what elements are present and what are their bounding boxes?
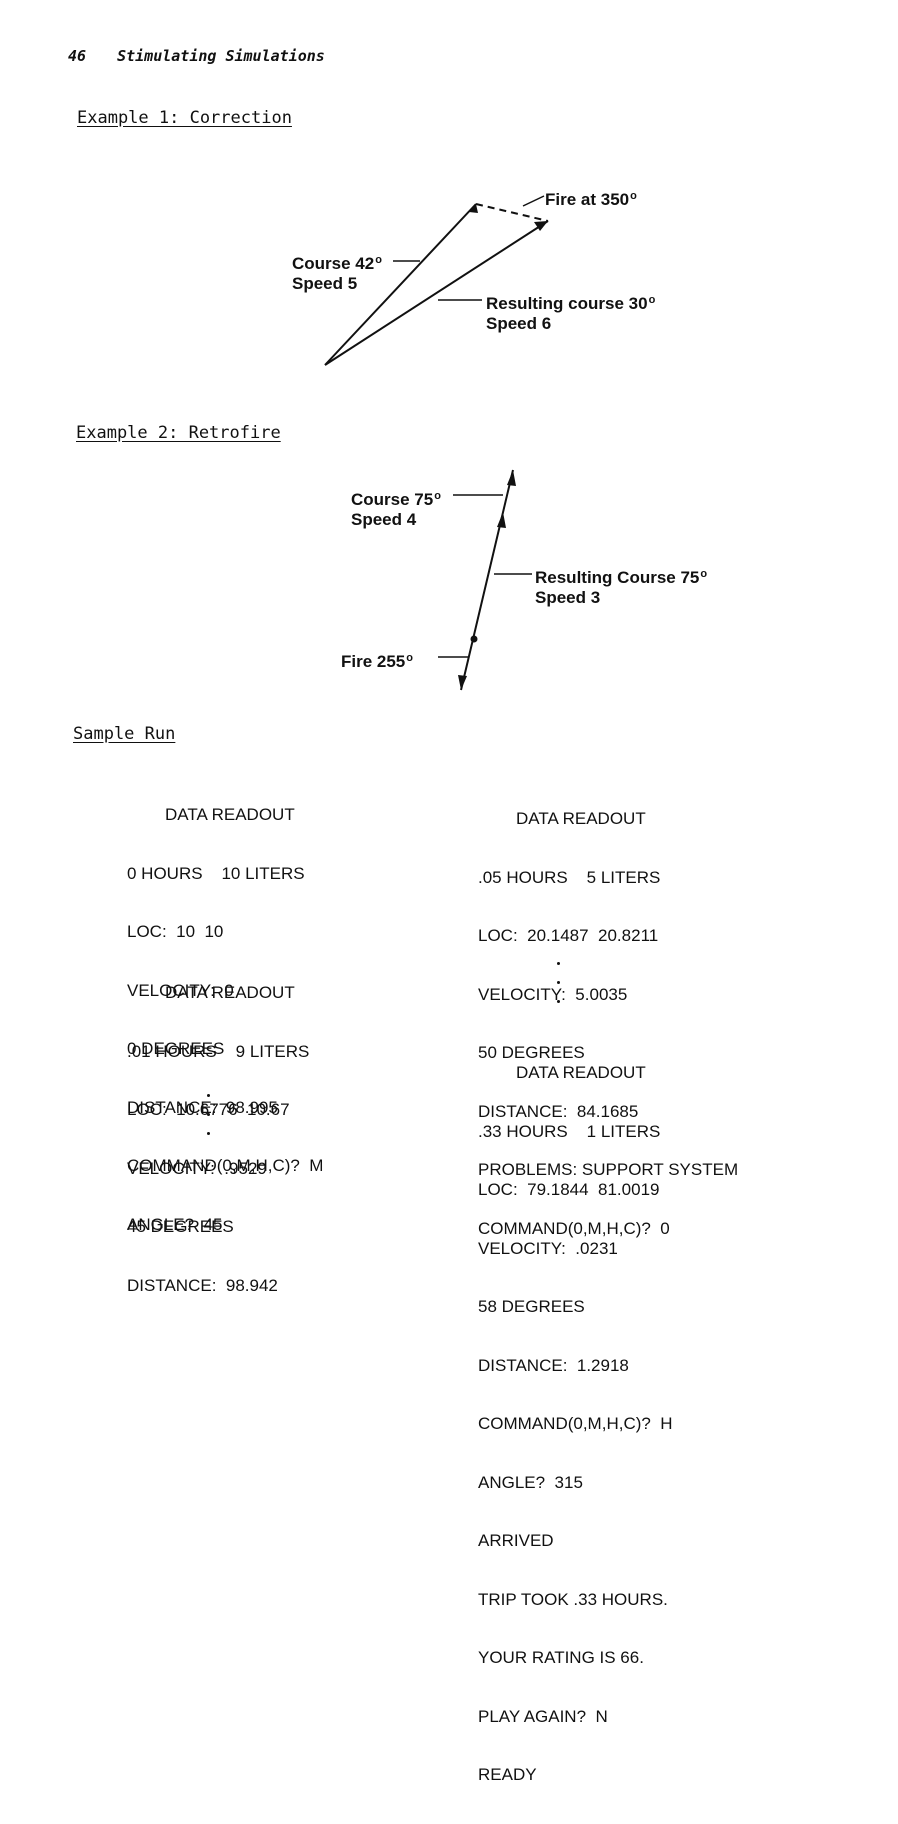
readout-line: 45 DEGREES — [127, 1217, 234, 1236]
readout-line: 0 HOURS 10 LITERS — [127, 863, 305, 883]
readout-line: PLAY AGAIN? N — [478, 1706, 608, 1726]
example2-heading: Example 2: Retrofire — [76, 423, 281, 443]
readout-block-left-2: DATA READOUT .01 HOURS 9 LITERS LOC: 10.… — [127, 944, 309, 1334]
arrowhead-icon — [458, 675, 467, 690]
readout-block-right-1: DATA READOUT .05 HOURS 5 LITERS LOC: 20.… — [478, 770, 738, 1277]
fire-255-label: Fire 255o — [341, 652, 413, 671]
vector-diagrams — [324, 195, 549, 691]
readout-title: DATA READOUT — [516, 809, 646, 828]
readout-line: LOC: 20.1487 20.8211 — [478, 926, 659, 945]
ellipsis-dot — [207, 1113, 210, 1116]
arrowhead-icon — [469, 204, 478, 213]
readout-line: .05 HOURS 5 LITERS — [478, 867, 661, 887]
readout-title: DATA READOUT — [165, 805, 295, 824]
readout-line: ANGLE? 45 — [127, 1214, 223, 1234]
readout-line: COMMAND(0,M,H,C)? 0 — [478, 1218, 670, 1238]
example1-heading: Example 1: Correction — [77, 108, 292, 128]
correction-diagram — [324, 195, 549, 366]
readout-line: LOC: 10 10 — [127, 922, 224, 941]
readout-line: COMMAND(0,M,H,C)? M — [127, 1156, 324, 1175]
course-75-vector — [460, 469, 514, 691]
readout-line: ANGLE? 315 — [478, 1472, 583, 1492]
retrofire-diagram — [438, 469, 532, 691]
page-header: 46 Stimulating Simulations — [68, 47, 325, 65]
readout-line: ARRIVED — [478, 1531, 554, 1550]
readout-line: 50 DEGREES — [478, 1043, 585, 1062]
readout-line: .33 HOURS 1 LITERS — [478, 1121, 661, 1141]
ellipsis-dot — [557, 981, 560, 984]
readout-line: VELOCITY: .0231 — [478, 1238, 618, 1258]
readout-line: YOUR RATING IS 66. — [478, 1648, 644, 1667]
readout-line: VELOCITY: 0 — [127, 980, 234, 1000]
resulting-course-vector — [324, 220, 549, 366]
readout-block-right-2: DATA READOUT .33 HOURS 1 LITERS LOC: 79.… — [478, 1024, 673, 1824]
readout-line: VELOCITY: 5.0035 — [478, 984, 628, 1004]
readout-title: DATA READOUT — [165, 983, 295, 1002]
arrowhead-icon — [507, 470, 516, 486]
readout-line: DISTANCE: 84.1685 — [478, 1101, 639, 1121]
readout-line: .01 HOURS 9 LITERS — [127, 1041, 310, 1061]
ellipsis-dot — [557, 1000, 560, 1003]
readout-line: READY — [478, 1765, 537, 1784]
book-page: 46 Stimulating Simulations Example 1: Co… — [68, 47, 738, 1784]
readout-line: VELOCITY: .9529 — [127, 1158, 267, 1178]
course-42-vector — [324, 203, 477, 366]
page-number: 46 — [68, 47, 87, 65]
readout-line: TRIP TOOK .33 HOURS. — [478, 1589, 668, 1609]
readout-line: COMMAND(0,M,H,C)? H — [478, 1414, 673, 1433]
readout-line: LOC: 79.1844 81.0019 — [478, 1180, 660, 1199]
ellipsis-dot — [207, 1132, 210, 1135]
readout-line: 58 DEGREES — [478, 1297, 585, 1316]
fire-350-label: Fire at 350o — [545, 190, 637, 209]
arrowhead-icon — [534, 221, 548, 231]
sample-run-heading: Sample Run — [73, 724, 176, 744]
fire-point-dot — [470, 635, 478, 643]
leader-line — [522, 195, 545, 207]
readout-line: PROBLEMS: SUPPORT SYSTEM — [478, 1160, 739, 1179]
arrowhead-icon — [497, 512, 506, 528]
readout-line: 0 DEGREES — [127, 1039, 225, 1058]
readout-line: DISTANCE: 1.2918 — [478, 1355, 629, 1375]
readout-title: DATA READOUT — [516, 1063, 646, 1082]
running-title: Stimulating Simulations — [117, 47, 325, 65]
readout-line: DISTANCE: 98.995 — [127, 1097, 278, 1117]
readout-line: LOC: 10.6776 10.67 — [127, 1100, 290, 1119]
readout-block-left-1: DATA READOUT 0 HOURS 10 LITERS LOC: 10 1… — [127, 766, 323, 1273]
ellipsis-dot — [557, 962, 560, 965]
readout-line: DISTANCE: 98.942 — [127, 1275, 278, 1295]
ellipsis-dot — [207, 1094, 210, 1097]
fire-350-vector — [475, 203, 549, 222]
